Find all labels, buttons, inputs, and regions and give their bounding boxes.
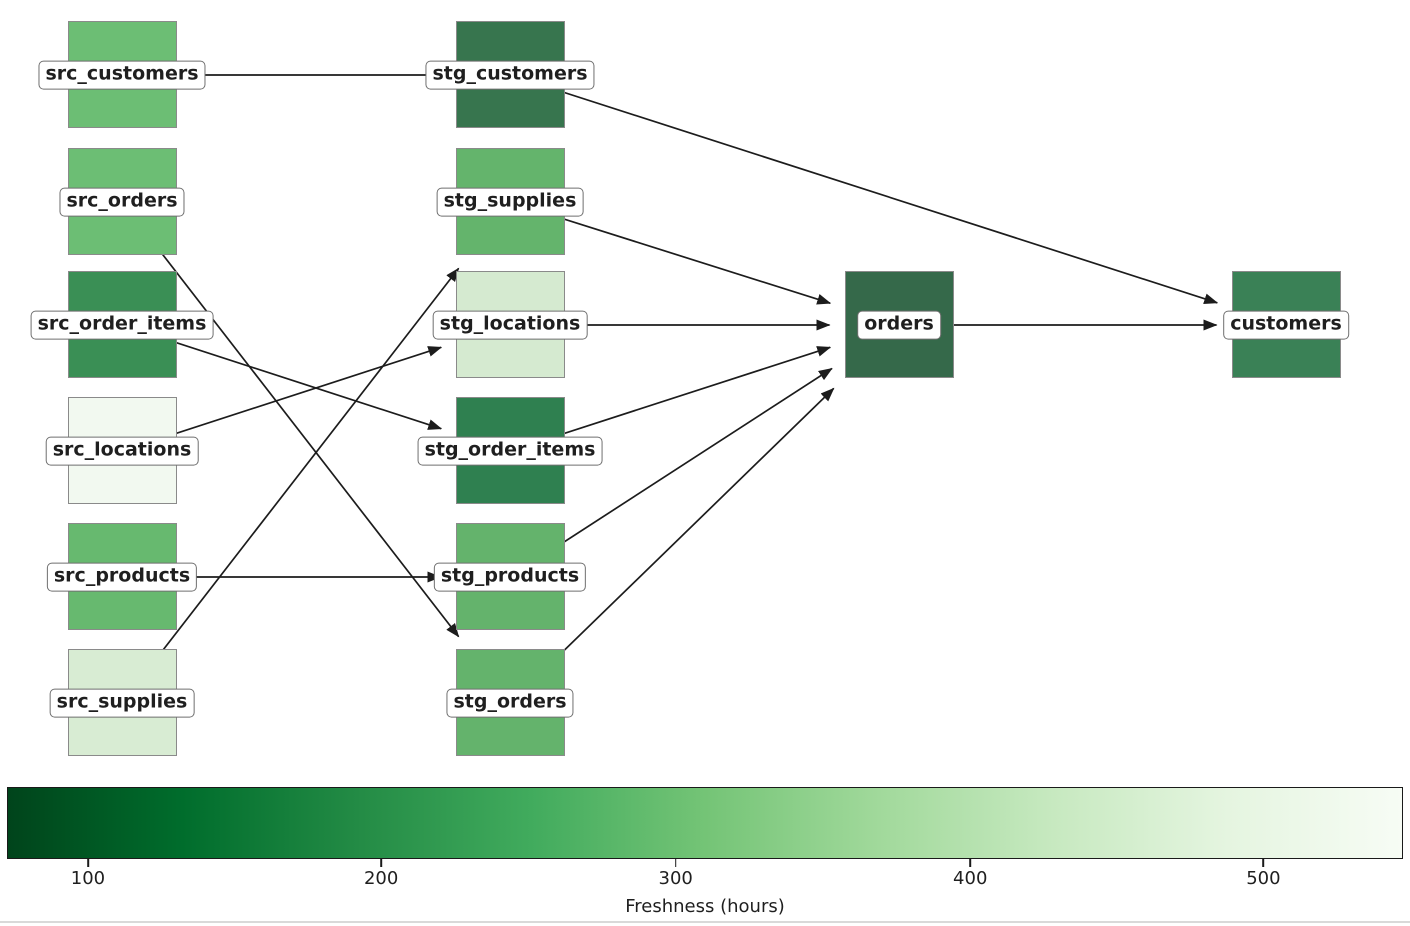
colorbar-tick-mark [674,859,677,867]
edge-src_supplies-to-stg_supplies [121,267,460,704]
colorbar-tick-mark [1262,859,1265,867]
node-label-stg_order_items: stg_order_items [417,436,603,466]
edge-src_orders-to-stg_orders [121,201,460,638]
node-label-stg_orders: stg_orders [446,688,574,718]
node-label-orders: orders [857,310,941,340]
colorbar-tick-label: 300 [658,868,693,889]
colorbar-tick-mark [380,859,382,867]
colorbar-tick-label: 200 [363,868,399,889]
colorbar-tick-label: 100 [70,868,106,889]
node-label-src_products: src_products [46,562,198,592]
node-label-customers: customers [1223,310,1349,340]
colorbar-tick-mark [87,859,89,867]
edge-stg_customers-to-customers [509,74,1219,305]
colorbar-tick-label: 400 [953,868,988,889]
figure-bottom-rule [0,921,1410,923]
colorbar-tick-label: 500 [1246,868,1281,889]
node-label-stg_supplies: stg_supplies [436,187,584,217]
colorbar-tick-mark [969,859,972,867]
colorbar-gradient [7,787,1403,859]
node-label-stg_locations: stg_locations [432,310,588,340]
node-label-stg_products: stg_products [433,562,587,592]
node-label-src_order_items: src_order_items [30,310,214,340]
node-label-src_locations: src_locations [45,436,199,466]
node-label-stg_customers: stg_customers [425,60,595,90]
node-label-src_orders: src_orders [59,187,185,217]
node-label-src_supplies: src_supplies [49,688,195,718]
node-label-src_customers: src_customers [38,60,206,90]
colorbar-axis-label: Freshness (hours) [625,896,785,917]
